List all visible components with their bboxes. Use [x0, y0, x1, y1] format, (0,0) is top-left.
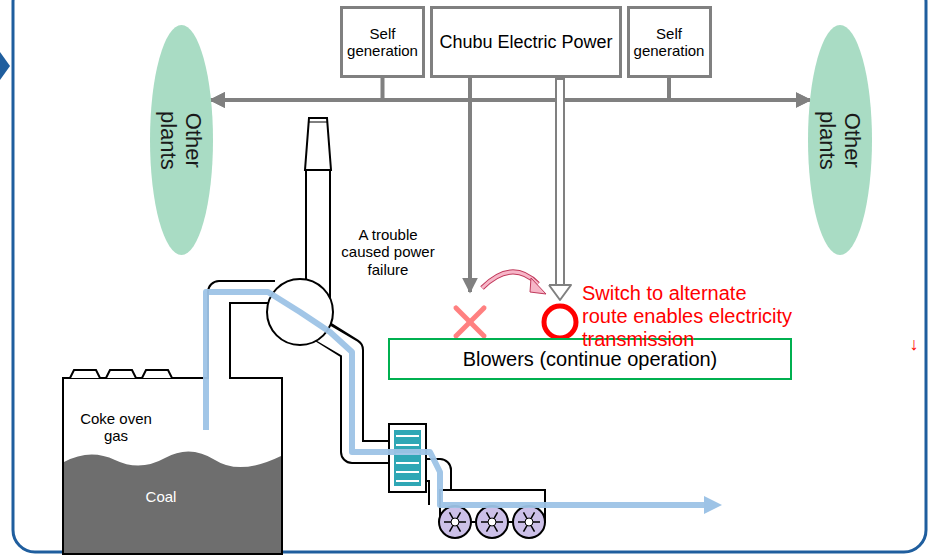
switch-note: Switch to alternate route enables electr…	[582, 282, 797, 351]
plant-ellipse: Other plants	[808, 25, 872, 255]
connector-path	[211, 78, 470, 100]
utility-box: Chubu Electric Power	[430, 6, 622, 78]
node-text: Other plants	[156, 100, 207, 180]
source-box: Self generation	[627, 6, 712, 78]
power-line	[470, 78, 471, 292]
node-text: Chubu Electric Power	[439, 32, 612, 53]
down-arrow-mark: ↓	[906, 334, 922, 355]
alternate-route	[549, 78, 571, 300]
arrow-head	[549, 285, 571, 300]
power-line	[470, 78, 810, 100]
connector-core	[557, 80, 563, 288]
fault-note: A trouble caused power failure	[338, 226, 438, 278]
connector-path	[470, 78, 810, 100]
gas-label: Coke oven gas	[78, 410, 154, 445]
node-text: Other plants	[815, 100, 866, 180]
plant-ellipse: Other plants	[150, 25, 213, 255]
panel-frame	[13, 0, 926, 552]
connector-path	[211, 78, 383, 100]
node-text: Self generation	[633, 25, 706, 60]
connector-path	[669, 78, 810, 100]
chevron	[0, 52, 10, 80]
source-box: Self generation	[340, 6, 425, 78]
node-text: Self generation	[346, 25, 419, 60]
power-line	[669, 78, 810, 100]
power-line	[211, 78, 470, 100]
node-text: Blowers (continue operation)	[463, 348, 718, 371]
connector-path	[468, 78, 472, 292]
blower-unit	[439, 490, 545, 538]
ok-circle	[544, 306, 576, 338]
coke-oven	[63, 370, 282, 554]
failure-cross	[456, 308, 484, 336]
power-line	[211, 78, 383, 100]
stack	[305, 118, 331, 170]
switch-arrow	[482, 272, 546, 294]
gas-cooler	[389, 424, 426, 492]
coal-label: Coal	[136, 488, 186, 505]
